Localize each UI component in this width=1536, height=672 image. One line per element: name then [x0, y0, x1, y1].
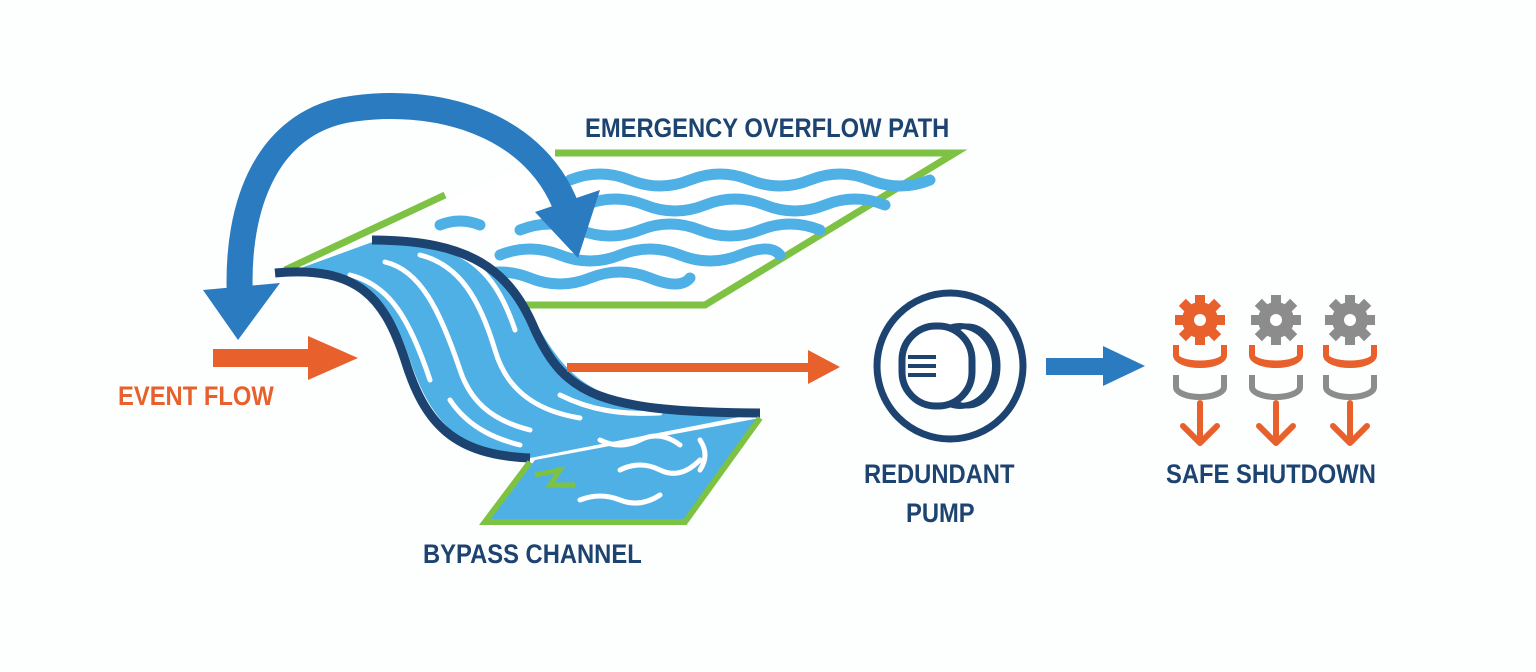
event-flow-label: EVENT FLOW	[118, 381, 274, 411]
gear-stack-icon	[1173, 295, 1227, 446]
event-flow-arrow-icon	[213, 336, 358, 380]
overflow-basin-icon	[283, 149, 968, 309]
bypass-basin-icon	[479, 416, 763, 525]
pump-icon	[873, 289, 1027, 443]
pump-to-shutdown-arrow-icon	[1046, 346, 1145, 386]
redundant-pump-label-line1: REDUNDANT	[864, 459, 1015, 489]
waterfall-icon	[274, 235, 761, 463]
safe-shutdown-label: SAFE SHUTDOWN	[1166, 459, 1376, 489]
gear-stack-icon	[1323, 295, 1377, 446]
redundant-pump-label-line2: PUMP	[906, 498, 975, 528]
curved-return-arrow-icon	[203, 92, 600, 340]
bypass-channel-label: BYPASS CHANNEL	[423, 539, 642, 569]
flow-to-pump-arrow-icon	[567, 350, 840, 384]
emergency-overflow-label: EMERGENCY OVERFLOW PATH	[585, 113, 950, 143]
gear-stack-icon	[1249, 295, 1303, 446]
